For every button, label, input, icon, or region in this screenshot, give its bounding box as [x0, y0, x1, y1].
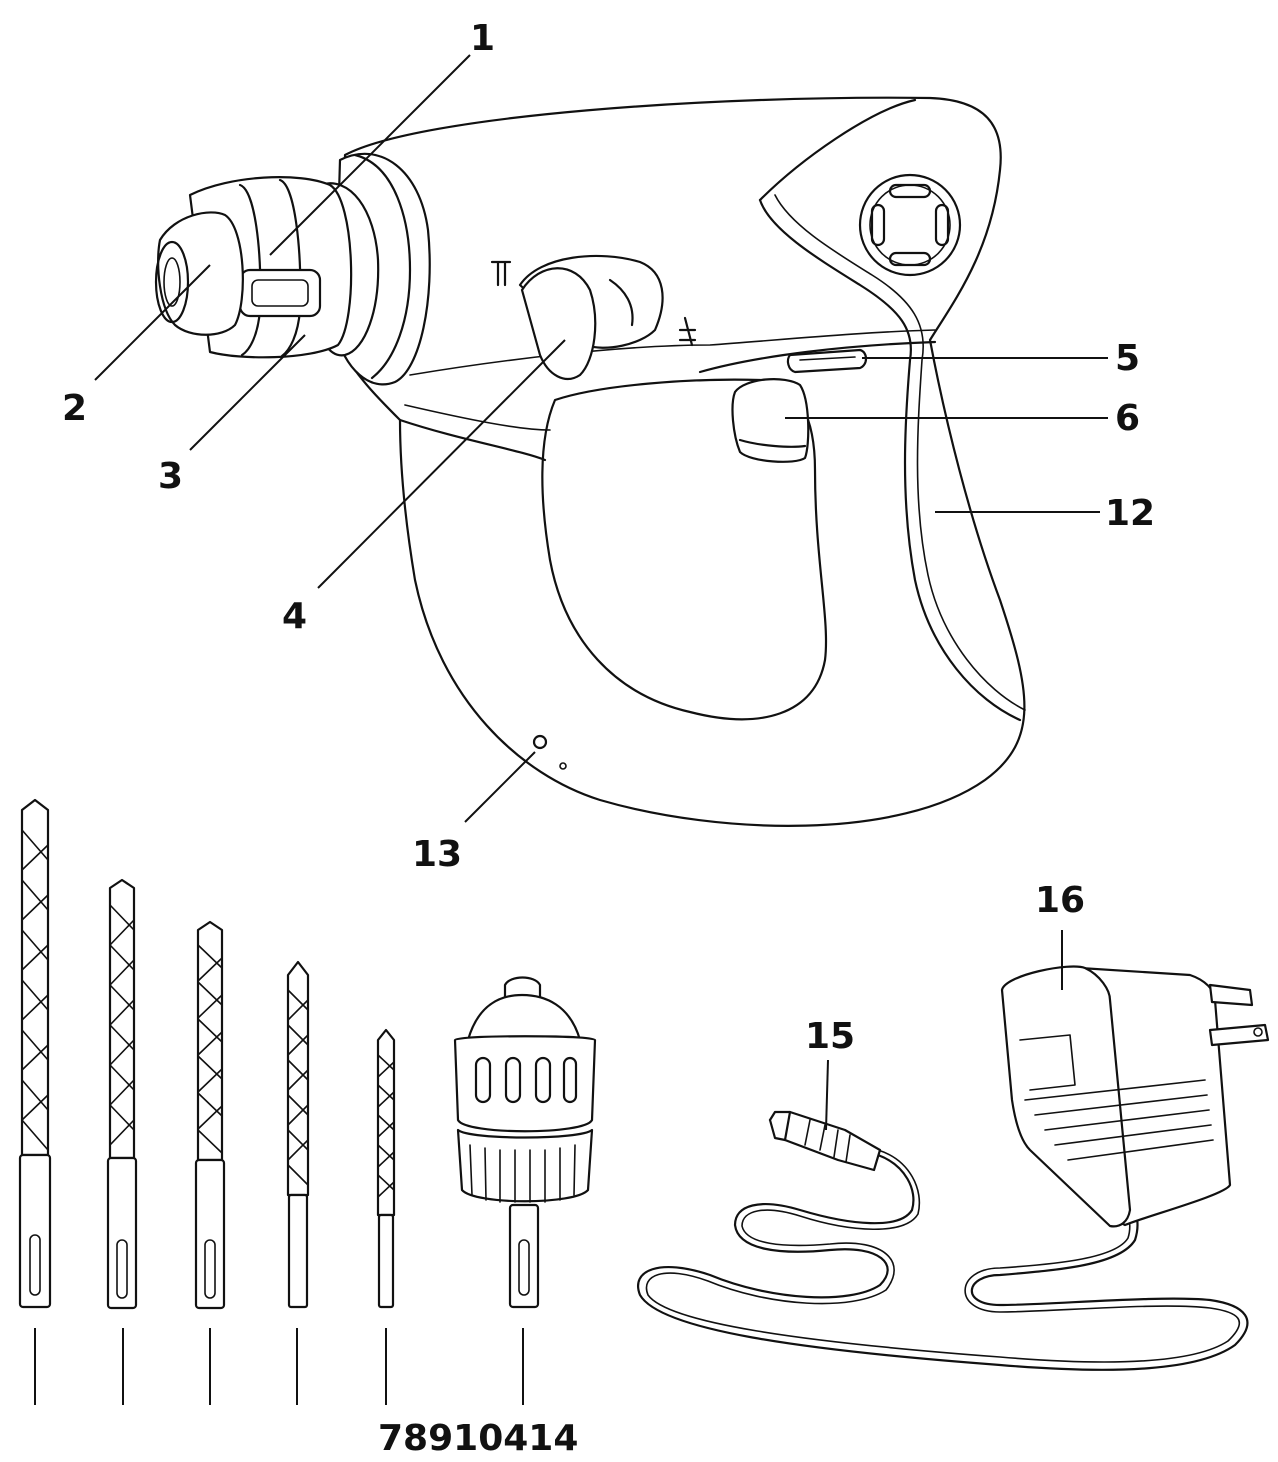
trigger-ridge [698, 340, 937, 374]
belly-contour-2 [404, 404, 551, 431]
belly-contour [398, 418, 547, 462]
callout-4: 4 [282, 596, 307, 637]
charger-adapter [1000, 965, 1270, 1228]
drill-bit-7 [18, 798, 52, 1309]
vent-grille [858, 173, 962, 277]
drill-bit-11 [376, 1028, 396, 1309]
callout-12: 12 [1105, 493, 1155, 534]
trigger [731, 378, 810, 463]
leader-lines [34, 54, 1108, 1405]
callout-13: 13 [412, 834, 462, 875]
direction-switch [786, 348, 868, 374]
keyless-chuck [453, 976, 597, 1309]
callout-3: 3 [158, 456, 183, 497]
callout-labels: 1 2 3 4 5 6 12 13 15 16 78910414 [62, 18, 1155, 1459]
callout-2: 2 [62, 388, 87, 429]
power-cord [637, 1153, 1249, 1371]
drill-bits [18, 798, 396, 1310]
charger-cable [637, 1110, 1249, 1371]
callout-5: 5 [1115, 338, 1140, 379]
mode-selector [490, 254, 697, 381]
drill-bit-8 [106, 878, 138, 1310]
callout-15: 15 [805, 1016, 855, 1057]
grip-contour-side [758, 198, 1022, 722]
callout-bottom-series: 78910414 [378, 1418, 578, 1459]
grip-contour-upper [758, 98, 917, 202]
dc-plug [768, 1110, 882, 1172]
grip-contour-side-2 [774, 194, 1026, 711]
drill-bit-9 [194, 920, 226, 1310]
callout-16: 16 [1035, 880, 1085, 921]
drill-illustration [154, 96, 1026, 827]
callout-1: 1 [470, 18, 495, 59]
drill-bit-10 [286, 960, 310, 1309]
upper-ridge [409, 329, 936, 376]
callout-6: 6 [1115, 398, 1140, 439]
